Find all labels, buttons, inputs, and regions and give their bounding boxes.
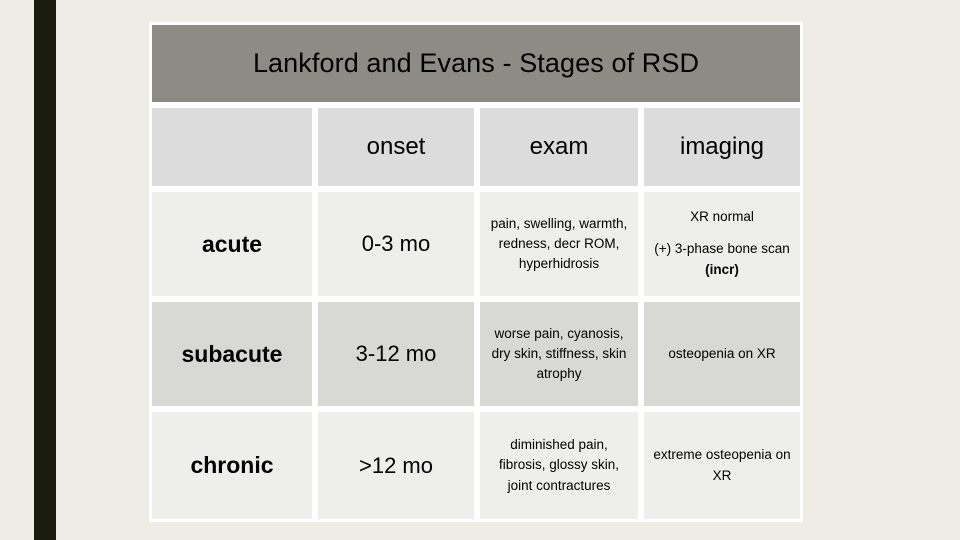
cell-stage-acute: acute [149, 189, 315, 299]
table-row-acute: acute 0-3 mo pain, swelling, warmth, red… [149, 189, 804, 299]
table-header-row: onset exam imaging [149, 105, 804, 189]
cell-exam-chronic: diminished pain, fibrosis, glossy skin, … [477, 409, 641, 522]
cell-onset-subacute: 3-12 mo [315, 299, 477, 409]
column-header-blank [149, 105, 315, 189]
table-row-chronic: chronic >12 mo diminished pain, fibrosis… [149, 409, 804, 522]
left-accent-stripe [34, 0, 56, 540]
cell-exam-subacute: worse pain, cyanosis, dry skin, stiffnes… [477, 299, 641, 409]
cell-stage-chronic: chronic [149, 409, 315, 522]
cell-imaging-subacute: osteopenia on XR [641, 299, 804, 409]
column-header-exam: exam [477, 105, 641, 189]
page-title: Lankford and Evans - Stages of RSD [149, 22, 804, 105]
cell-imaging-acute: XR normal (+) 3-phase bone scan (incr) [641, 189, 804, 299]
cell-onset-chronic: >12 mo [315, 409, 477, 522]
cell-stage-subacute: subacute [149, 299, 315, 409]
imaging-acute-spacer [650, 228, 794, 239]
column-header-imaging: imaging [641, 105, 804, 189]
table-row-subacute: subacute 3-12 mo worse pain, cyanosis, d… [149, 299, 804, 409]
imaging-acute-line1: XR normal [690, 209, 754, 225]
imaging-acute-line2: (+) 3-phase bone scan [654, 241, 790, 257]
cell-imaging-chronic: extreme osteopenia on XR [641, 409, 804, 522]
table-title-row: Lankford and Evans - Stages of RSD [149, 22, 804, 105]
column-header-onset: onset [315, 105, 477, 189]
imaging-acute-line2-emphasis: (incr) [705, 261, 739, 277]
rsd-stages-table: Lankford and Evans - Stages of RSD onset… [149, 22, 804, 522]
cell-onset-acute: 0-3 mo [315, 189, 477, 299]
cell-exam-acute: pain, swelling, warmth, redness, decr RO… [477, 189, 641, 299]
